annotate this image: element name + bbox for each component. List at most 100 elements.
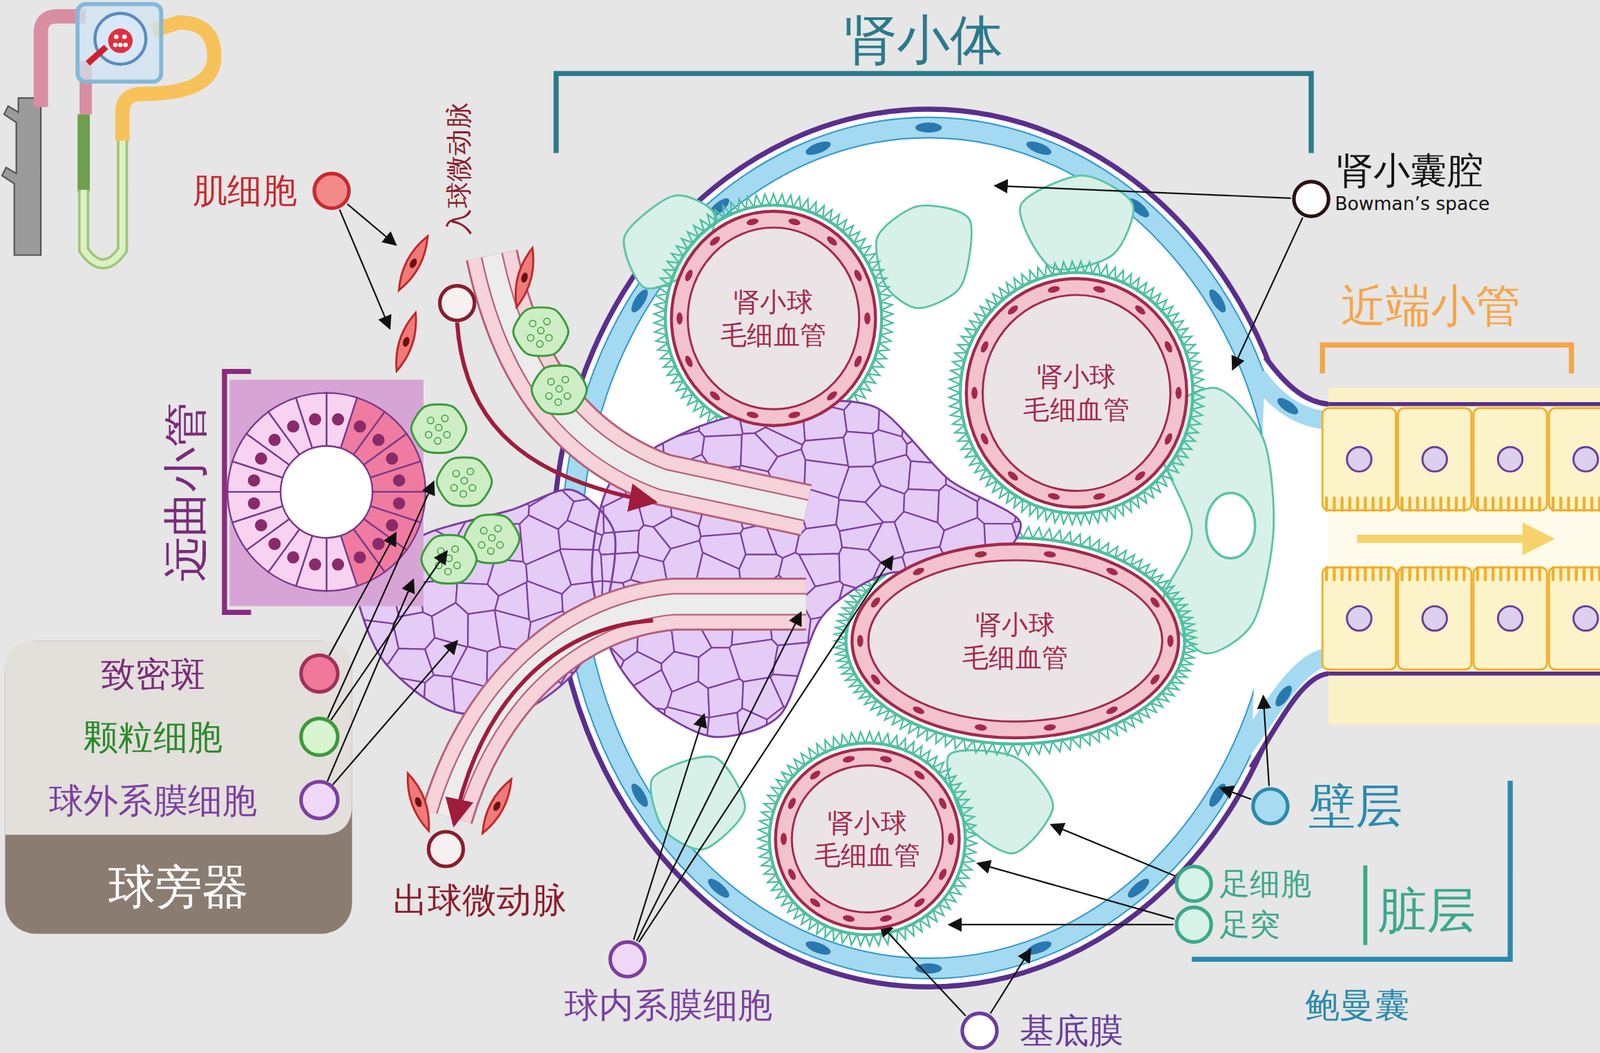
leader-line (339, 209, 391, 329)
endothelial-nucleus (808, 768, 822, 782)
epithelial-cell (1548, 408, 1600, 511)
muscle-cell (476, 775, 518, 836)
foot-processes (757, 731, 977, 946)
tubule-lumen (1328, 510, 1600, 568)
flow-arrow (453, 620, 653, 825)
endothelial-nucleus (971, 386, 978, 400)
endothelial-nucleus (1047, 491, 1061, 501)
endothelial-nucleus (842, 913, 856, 923)
part-label: 壁层 (1308, 779, 1403, 834)
parietal-edge (581, 137, 1276, 959)
endothelial-nucleus (787, 217, 801, 227)
leader-line (347, 203, 396, 245)
cell-body (390, 310, 423, 374)
callout-marker (314, 173, 349, 208)
muscle-cell (509, 245, 539, 309)
part-label: 足细胞 (1219, 866, 1312, 902)
label-anchor: 足突 (1219, 907, 1281, 943)
granule (451, 545, 459, 552)
endothelial-nucleus (676, 312, 683, 325)
mesangial-cell (555, 700, 604, 756)
thick-limb (77, 113, 90, 192)
mesangial-cell (795, 524, 843, 555)
callout-marker (301, 781, 338, 818)
endothelial-nucleus (1163, 431, 1174, 446)
part-label: 肾小体 (844, 10, 1004, 72)
visceral-ring (960, 272, 1194, 514)
mesangial-cell (629, 377, 673, 414)
cell-nucleus (386, 452, 399, 465)
muscle-cell (401, 770, 435, 834)
endothelial-nucleus (1148, 595, 1162, 609)
cell-type-label: 致密斑 (4, 641, 301, 706)
mesangial-cell (415, 712, 450, 756)
endothelial-nucleus (1133, 469, 1147, 483)
endothelial-nucleus (869, 595, 882, 609)
endothelial-nucleus (947, 832, 955, 845)
part-label: 基底膜 (1019, 1010, 1125, 1051)
leader-line (328, 532, 396, 656)
granule (536, 340, 544, 347)
granular-cell (531, 365, 588, 414)
granule (425, 431, 432, 438)
cell-nucleus (1573, 446, 1598, 472)
cell-nucleus (1497, 605, 1522, 631)
mesangial-cell (908, 377, 953, 407)
endothelial-nucleus (708, 234, 722, 248)
endothelial-nucleus (786, 867, 798, 881)
granule (543, 318, 550, 325)
parietal-nucleus (1206, 286, 1230, 315)
mesangial-cell (598, 530, 640, 555)
cell-body (509, 245, 539, 309)
mesangial-cell (729, 639, 778, 682)
granule (547, 378, 555, 385)
part-label: 近端小管 (1340, 280, 1521, 333)
cell-body (401, 770, 435, 834)
loop (83, 137, 123, 264)
mesangial-cell (664, 706, 709, 756)
foot-processes (949, 261, 1205, 525)
cell-nucleus (408, 256, 419, 269)
granule (427, 417, 434, 424)
endothelial-nucleus (1175, 386, 1183, 400)
endothelial-nucleus (1105, 565, 1120, 577)
visceral-ring (769, 742, 966, 935)
cell-nucleus (308, 413, 322, 426)
leader-line (1050, 824, 1175, 876)
label-anchor: 足细胞 (1219, 866, 1312, 902)
panel-title: 球旁器 (4, 840, 352, 933)
granule (445, 554, 452, 561)
cell-nucleus (268, 537, 282, 550)
granule (488, 534, 495, 541)
callout-marker (301, 718, 338, 756)
mesangial-cell (874, 377, 910, 401)
granule (494, 525, 501, 532)
endothelial-nucleus (1092, 491, 1106, 501)
granule (469, 484, 476, 491)
granular-cell (436, 457, 492, 506)
epithelial-cell (1473, 567, 1547, 670)
cell-body (411, 404, 467, 453)
label-anchor: 基底膜 (1019, 1010, 1125, 1051)
label-anchor: 肾小囊腔 (1336, 149, 1484, 192)
parietal-nucleus (1024, 138, 1053, 159)
dot (113, 42, 118, 47)
granule (441, 415, 448, 422)
capillary-outline (966, 278, 1187, 508)
basement-line (1328, 402, 1600, 407)
leader-line (327, 579, 414, 782)
podocyte-body (947, 750, 1053, 854)
granule (460, 490, 467, 497)
part-label: 入球微动脉 (444, 102, 475, 235)
neck-band (1257, 375, 1329, 421)
granule (562, 376, 569, 383)
flow-arrow (1356, 534, 1529, 544)
cell-type-label: 颗粒细胞 (4, 705, 301, 769)
mesangial-cell (908, 460, 947, 491)
endothelial-nucleus (1006, 303, 1020, 316)
tubule-cell (227, 491, 283, 523)
leader-line (949, 923, 1174, 926)
tubule-lumen (280, 445, 373, 538)
endothelial-nucleus (857, 634, 864, 648)
cell-nucleus (268, 433, 282, 447)
